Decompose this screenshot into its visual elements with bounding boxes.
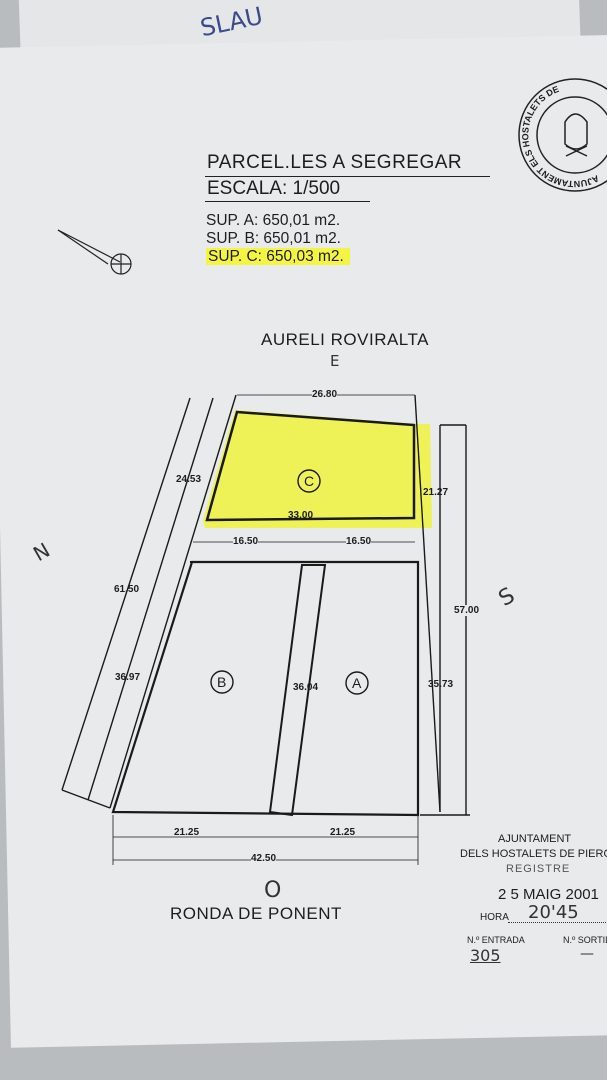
dim-bottom-total: 42.50 bbox=[251, 853, 277, 864]
stamp-date: 2 5 MAIG 2001 bbox=[498, 886, 599, 903]
dim-c-left: 24.53 bbox=[176, 474, 202, 485]
dim-bottom-left: 21.25 bbox=[174, 827, 200, 838]
dim-bottom-right: 21.25 bbox=[330, 827, 356, 838]
stamp-hora-label: HORA bbox=[480, 912, 509, 923]
parcel-c bbox=[205, 410, 416, 522]
parcel-c-label: C bbox=[304, 473, 315, 489]
stamp-entrada-label: N.º ENTRADA bbox=[467, 935, 525, 945]
surface-a: SUP. A: 650,01 m2. bbox=[206, 212, 341, 229]
dim-half-right: 16.50 bbox=[346, 536, 372, 547]
parcel-c-marker bbox=[297, 469, 321, 493]
dim-middle: 36.04 bbox=[293, 682, 319, 693]
municipal-seal-icon bbox=[518, 78, 607, 192]
stamp-line1: AJUNTAMENT bbox=[498, 833, 572, 845]
title-underline bbox=[205, 176, 490, 177]
document-scale: ESCALA: 1/500 bbox=[207, 178, 341, 199]
dim-b-left: 36.97 bbox=[115, 672, 141, 683]
parcel-c-highlight bbox=[203, 410, 432, 528]
dim-half-left: 16.50 bbox=[233, 536, 259, 547]
surface-c-highlighted: SUP. C: 650,03 m2. bbox=[206, 248, 350, 265]
dim-top-width: 26.80 bbox=[312, 389, 338, 400]
parcel-a-label: A bbox=[352, 675, 362, 691]
scale-underline bbox=[205, 201, 370, 202]
handwritten-west: O bbox=[264, 878, 282, 903]
dim-c-right: 21.27 bbox=[423, 487, 449, 498]
parcel-b-marker bbox=[210, 670, 234, 694]
dim-left-total: 61.50 bbox=[114, 584, 140, 595]
document-title: PARCEL.LES A SEGREGAR bbox=[207, 152, 463, 173]
dim-c-bottom: 33.00 bbox=[288, 510, 314, 521]
stamp-hora-value: 20'45 bbox=[528, 902, 579, 923]
stamp-hora-line bbox=[508, 922, 607, 923]
surface-b: SUP. B: 650,01 m2. bbox=[206, 230, 341, 247]
dim-a-right: 35.73 bbox=[428, 679, 454, 690]
stamp-entrada-value: 305 bbox=[470, 946, 501, 965]
stamp-line3: REGISTRE bbox=[506, 863, 571, 875]
stamp-line2: DELS HOSTALETS DE PIEROLA bbox=[460, 848, 607, 860]
stamp-sortida-value: — bbox=[580, 946, 594, 962]
north-arrow-icon bbox=[57, 229, 132, 275]
parcel-a-b bbox=[111, 560, 420, 817]
parcel-b-label: B bbox=[217, 674, 227, 690]
street-bottom: RONDA DE PONENT bbox=[170, 904, 342, 923]
dim-right-total: 57.00 bbox=[454, 605, 480, 616]
handwritten-east: E bbox=[330, 352, 340, 370]
stamp-sortida-label: N.º SORTIDA bbox=[563, 935, 607, 945]
street-top: AURELI ROVIRALTA bbox=[261, 330, 429, 349]
parcel-a-marker bbox=[345, 671, 369, 695]
access-strip bbox=[268, 564, 327, 817]
